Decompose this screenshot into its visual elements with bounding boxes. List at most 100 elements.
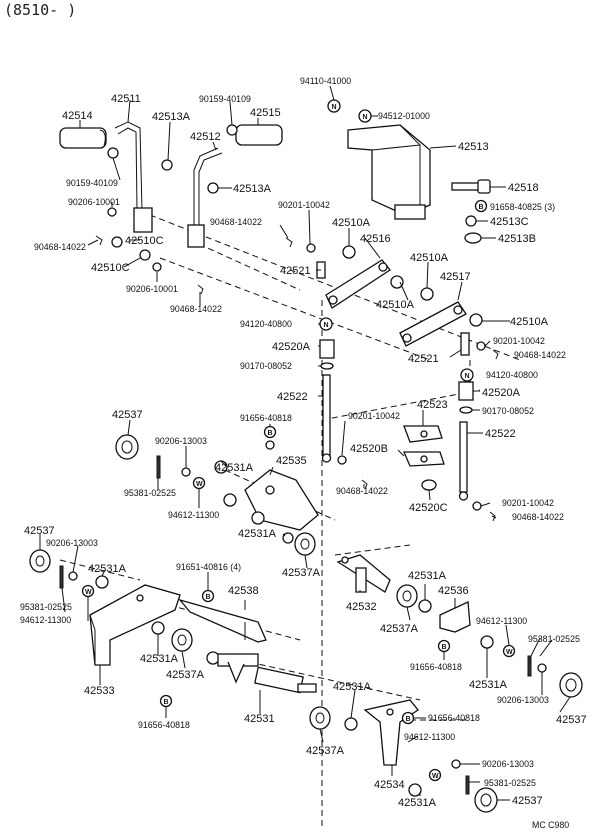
part-label: 42511 bbox=[111, 93, 141, 105]
svg-text:B: B bbox=[206, 594, 211, 601]
clip-90468-b bbox=[285, 237, 293, 248]
part-label: 90201-10042 bbox=[278, 200, 330, 210]
part-label: 90159-40109 bbox=[199, 94, 251, 104]
washer-90206-f bbox=[451, 759, 461, 769]
washer-90206-e bbox=[537, 663, 547, 673]
part-label: 90206-13003 bbox=[46, 538, 98, 548]
part-label: 91656-40818 bbox=[138, 720, 190, 730]
bracket-42536 bbox=[439, 601, 471, 633]
part-label: 42513 bbox=[458, 141, 489, 153]
part-label: 42531 bbox=[244, 713, 275, 725]
part-label: 42537A bbox=[380, 623, 419, 635]
part-label: 42514 bbox=[62, 110, 93, 122]
washer-90201-d bbox=[472, 501, 482, 511]
bushing-42513A-b bbox=[207, 182, 219, 194]
part-label: 42510A bbox=[510, 316, 549, 328]
part-label: 42522 bbox=[485, 428, 516, 440]
washer-90170-b bbox=[459, 406, 473, 414]
part-label: 42513B bbox=[498, 233, 536, 245]
bracket-42533 bbox=[89, 584, 181, 666]
svg-text:B: B bbox=[442, 644, 447, 651]
bushing-42537-right bbox=[559, 672, 583, 698]
part-label: 90468-14022 bbox=[336, 486, 388, 496]
part-label: 90201-10042 bbox=[493, 336, 545, 346]
svg-text:B: B bbox=[268, 430, 273, 437]
svg-text:N: N bbox=[324, 322, 329, 329]
part-label: 42520B bbox=[350, 443, 388, 455]
bushing-42531A-b bbox=[223, 493, 237, 507]
part-label: 42536 bbox=[438, 585, 469, 597]
badge-b-icon: B bbox=[401, 711, 415, 725]
part-label: 42513A bbox=[233, 183, 272, 195]
clip-90468-a bbox=[95, 235, 103, 246]
pivot-bolt-42518 bbox=[451, 179, 491, 194]
part-label: 42522 bbox=[277, 391, 308, 403]
badge-w-icon: W bbox=[428, 768, 442, 782]
part-label: 90206-10001 bbox=[68, 197, 120, 207]
svg-text:W: W bbox=[196, 481, 203, 488]
badge-w-icon: W bbox=[81, 584, 95, 598]
clip-90468-c bbox=[197, 284, 204, 295]
part-label: 90206-13003 bbox=[155, 436, 207, 446]
screw-90159-top bbox=[226, 124, 238, 136]
svg-text:N: N bbox=[465, 373, 470, 380]
leader-lines bbox=[39, 85, 571, 801]
part-label: 42510A bbox=[376, 299, 415, 311]
shift-lever-42511 bbox=[114, 121, 153, 233]
part-label: 42535 bbox=[276, 455, 307, 467]
part-label: 42513C bbox=[490, 216, 529, 228]
part-label: 90468-14022 bbox=[170, 304, 222, 314]
bushing-42510C-a bbox=[111, 236, 123, 248]
svg-text:N: N bbox=[363, 114, 368, 121]
part-label: 42520C bbox=[409, 502, 448, 514]
clip-90468-f bbox=[489, 511, 496, 522]
rod-joint-42523 bbox=[403, 425, 443, 443]
bushing-42510A-b bbox=[390, 275, 404, 289]
part-label: 94612-11300 bbox=[476, 616, 527, 626]
washer-90201-b bbox=[476, 341, 486, 351]
bracket-42538 bbox=[178, 598, 267, 643]
shift-lever-42512 bbox=[187, 147, 223, 248]
shift-bracket-42513 bbox=[347, 124, 431, 220]
part-label: 42533 bbox=[84, 685, 115, 697]
part-label: 42518 bbox=[508, 182, 539, 194]
bushing-42513A-a bbox=[161, 159, 173, 171]
part-label: 90468-14022 bbox=[514, 350, 566, 360]
badge-b-icon: B bbox=[201, 589, 215, 603]
bushing-42510C-b bbox=[139, 249, 151, 261]
bushing-42531A-i bbox=[480, 635, 494, 649]
svg-text:W: W bbox=[506, 649, 513, 656]
part-label: 91651-40816 (4) bbox=[176, 562, 241, 572]
badge-b-icon: B bbox=[263, 425, 277, 439]
part-label: 42510C bbox=[125, 235, 164, 247]
bushing-42510A-d bbox=[469, 313, 483, 327]
badge-n-icon: N bbox=[358, 109, 372, 123]
svg-text:W: W bbox=[85, 589, 92, 596]
badge-b-icon: B bbox=[437, 639, 451, 653]
badge-b-icon: B bbox=[474, 199, 488, 213]
part-label: 42510A bbox=[410, 252, 449, 264]
clip-91656-a bbox=[265, 440, 275, 450]
part-label: 42537 bbox=[24, 525, 55, 537]
bushing-42531A-d bbox=[282, 532, 294, 544]
pin-95381-b bbox=[59, 565, 64, 589]
bushing-42537A-d bbox=[396, 584, 418, 608]
washer-90206-c bbox=[181, 467, 191, 477]
bushing-42531A-c bbox=[251, 511, 265, 525]
part-label: 42531A bbox=[469, 679, 508, 691]
washer-90206-b bbox=[152, 262, 162, 272]
washer-90206-a bbox=[107, 207, 117, 217]
badge-n-icon: N bbox=[460, 368, 474, 382]
badge-w-icon: W bbox=[502, 644, 516, 658]
shift-link-42516 bbox=[325, 259, 391, 309]
badge-n-icon: N bbox=[327, 99, 341, 113]
washer-90201-c bbox=[337, 455, 347, 465]
bushing-42537A-a bbox=[294, 532, 316, 556]
bushing-42531A-h bbox=[418, 599, 432, 613]
bushing-42531A-f bbox=[151, 621, 165, 635]
part-label: 94612-11300 bbox=[404, 732, 455, 742]
shift-link-42517 bbox=[399, 301, 467, 347]
shift-lever-knob-42515 bbox=[235, 124, 283, 146]
part-label: 42521 bbox=[280, 265, 311, 277]
